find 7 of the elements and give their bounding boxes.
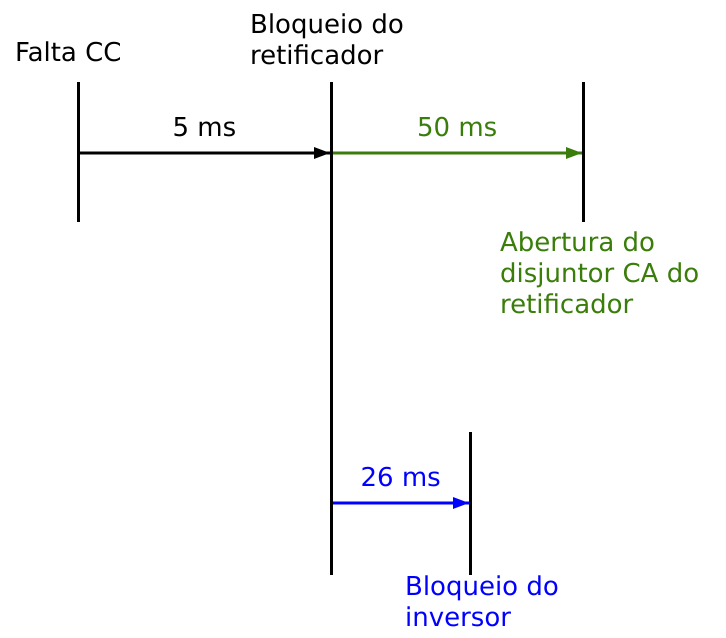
event-label: Abertura do disjuntor CA do retificador (500, 228, 700, 321)
event-label: Bloqueio do retificador (250, 10, 405, 72)
event-label: Bloqueio do inversor (405, 572, 560, 634)
arrow (332, 147, 582, 159)
event-label: Falta CC (15, 38, 122, 69)
arrow (79, 147, 330, 159)
arrow (332, 497, 469, 509)
